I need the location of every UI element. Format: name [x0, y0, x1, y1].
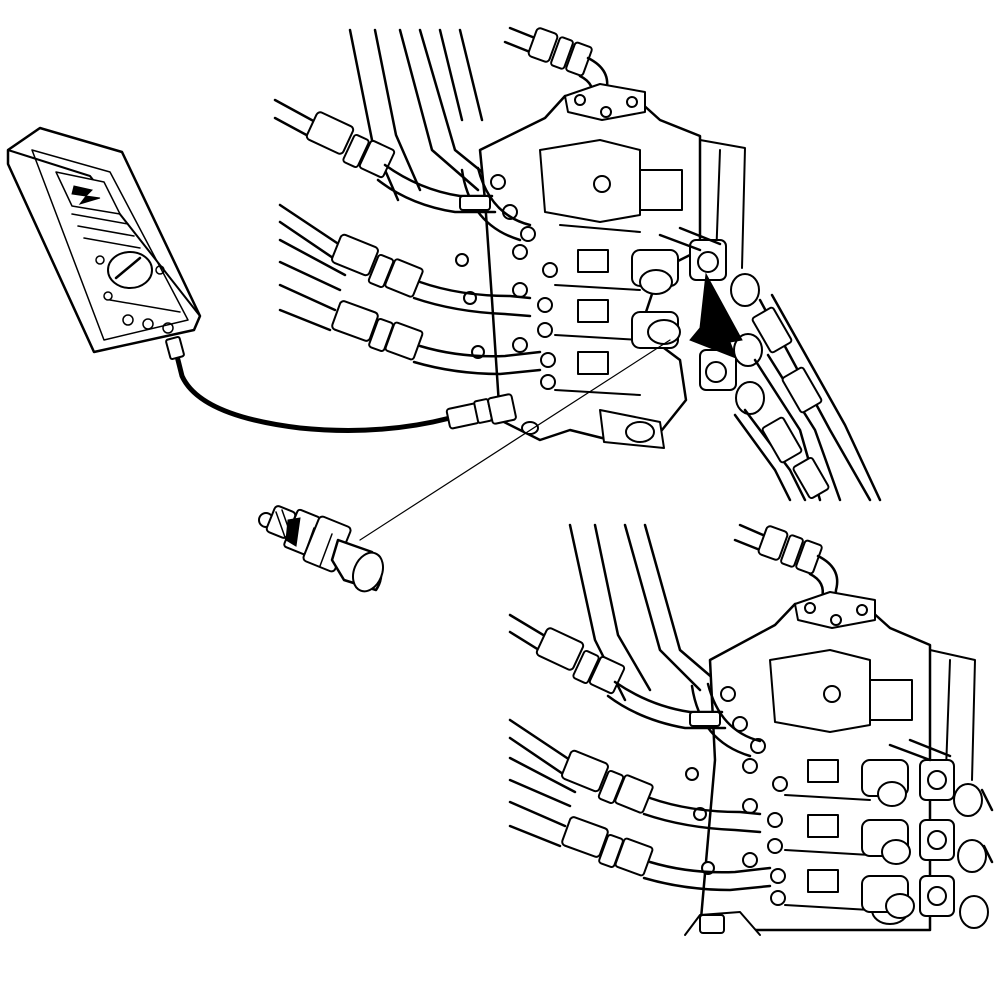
top-rear-hoses: [348, 28, 494, 202]
pressure-sensor: [258, 505, 384, 593]
bottom-left-hoses: [508, 613, 772, 892]
leader-line: [359, 339, 671, 541]
bottom-port-bolts: [685, 686, 788, 906]
top-valve-body: [478, 83, 702, 449]
direction-arrow: [689, 272, 743, 359]
top-port-bolts: [455, 174, 558, 390]
top-valve-assembly: [273, 26, 882, 502]
top-right-fittings: [631, 226, 882, 502]
test-lead-cable: [165, 335, 517, 433]
bottom-edge-connector: [684, 911, 761, 936]
bottom-upper-coupling: [733, 523, 839, 616]
bottom-right-fittings: [861, 738, 994, 929]
top-left-hoses: [273, 98, 542, 376]
bottom-valve-assembly: [508, 523, 994, 936]
digital-multimeter: [6, 126, 202, 354]
